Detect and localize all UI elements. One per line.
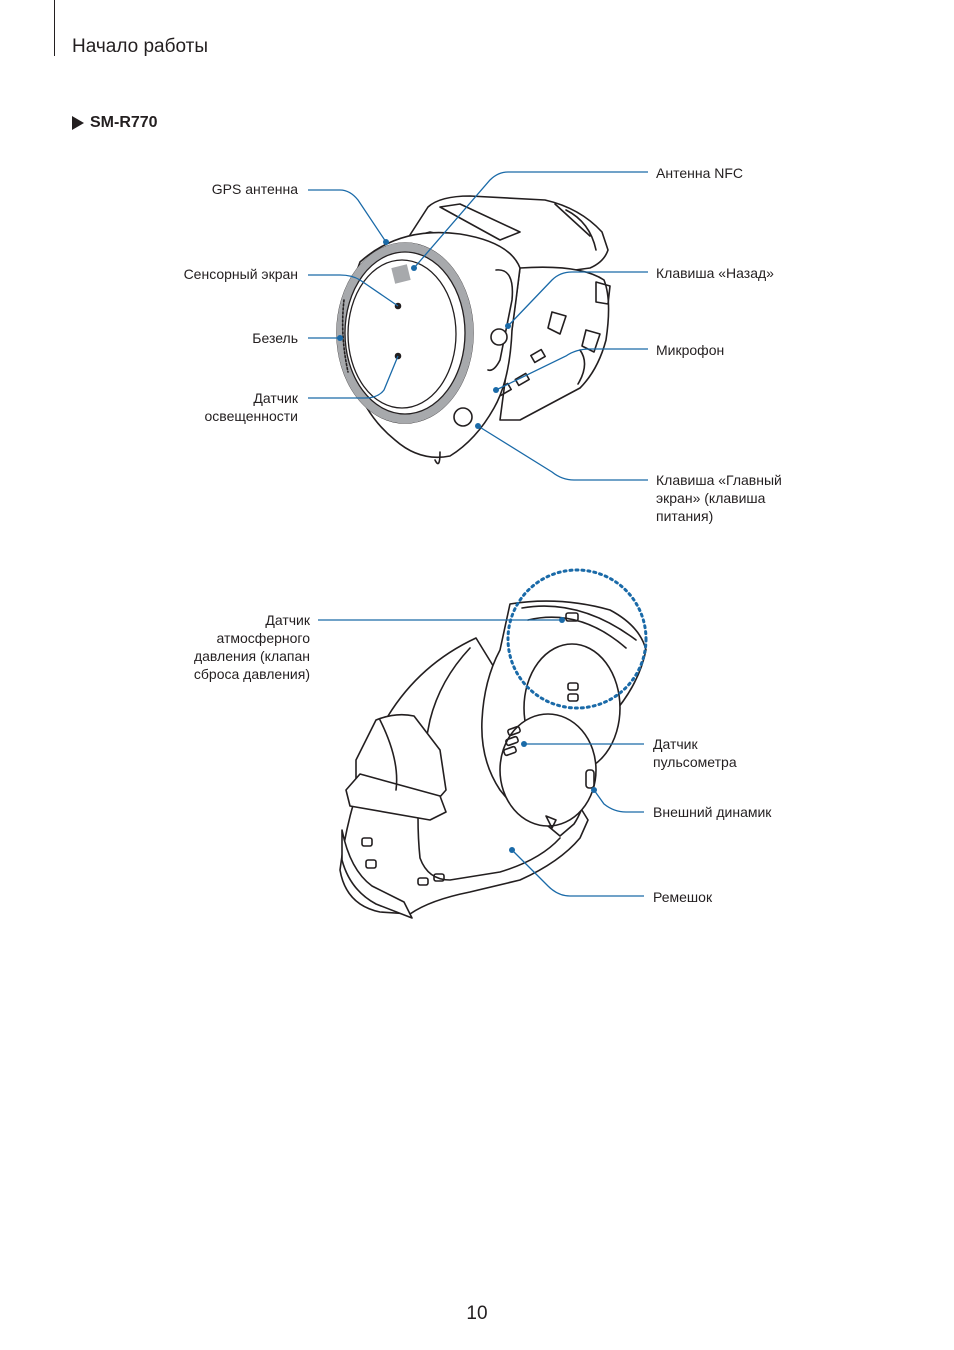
model-name: SM-R770 [90,114,158,131]
model-heading: SM-R770 [72,114,158,132]
watch-back-illustration [339,600,647,919]
label-strap: Ремешок [653,889,713,905]
page-edge-line [54,0,55,56]
section-header: Начало работы [72,36,209,57]
watch-front-illustration [336,195,611,465]
front-callout-lines [308,171,648,481]
label-back-key: Клавиша «Назад» [656,265,774,281]
triangle-right-icon [72,116,84,130]
label-nfc-antenna: Антенна NFC [656,165,744,181]
label-heart-rate-sensor: Датчик пульсометра [653,736,737,770]
label-bezel: Безель [252,330,298,346]
label-microphone: Микрофон [656,342,725,358]
label-light-sensor: Датчик освещенности [204,390,298,424]
label-home-key: Клавиша «Главный экран» (клавиша питания… [656,472,782,524]
back-callout-lines [318,617,644,897]
pressure-sensor-highlight [506,568,648,710]
label-pressure-sensor: Датчик атмосферного давления (клапан сбр… [193,612,310,682]
label-speaker: Внешний динамик [653,804,772,820]
page-number: 10 [466,1303,488,1324]
label-gps-antenna: GPS антенна [211,181,298,197]
label-touch-screen: Сенсорный экран [183,266,298,282]
